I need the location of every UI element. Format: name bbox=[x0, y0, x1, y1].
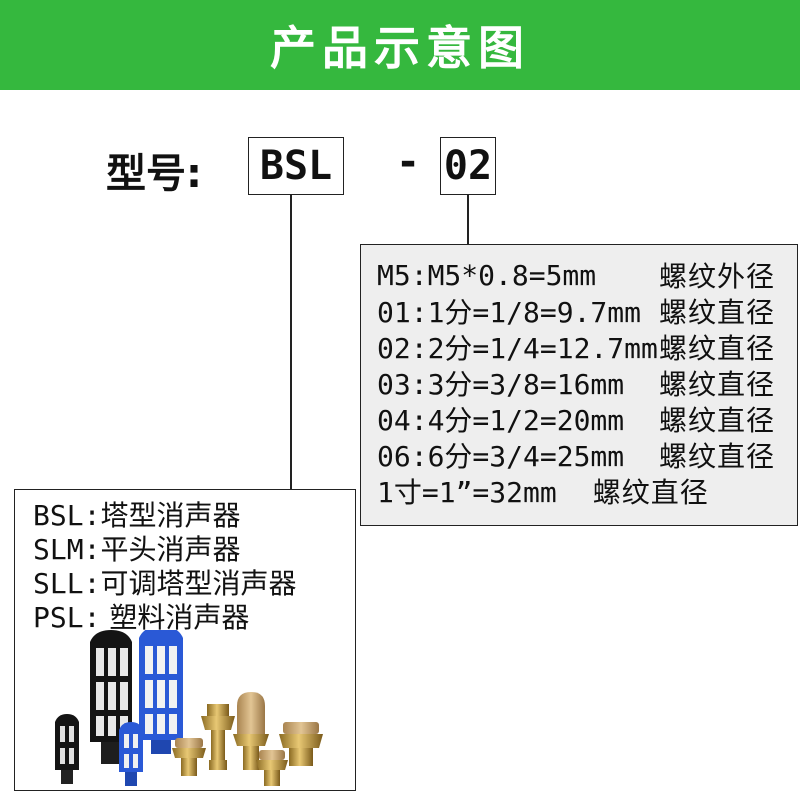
thread-spec-box: M5:M5*0.8=5mm 螺纹外径 01:1分=1/8=9.7mm 螺纹直径 02… bbox=[360, 244, 798, 526]
blue-plastic-silencer-small bbox=[119, 722, 143, 786]
spec-line: M5:M5*0.8=5mm 螺纹外径 bbox=[377, 257, 797, 294]
blue-plastic-silencer-large bbox=[139, 630, 183, 754]
type-line: BSL:塔型消声器 bbox=[33, 494, 355, 532]
type-line: SLM:平头消声器 bbox=[33, 528, 355, 566]
spec-code: 02:2分=1/4=12.7mm bbox=[377, 332, 658, 365]
product-photo bbox=[55, 630, 323, 786]
spec-desc: 螺纹直径 bbox=[658, 440, 775, 473]
spec-code: 06:6分=3/4=25mm bbox=[377, 440, 625, 473]
spec-line: 04:4分=1/2=20mm 螺纹直径 bbox=[377, 401, 797, 437]
spec-code: 03:3分=3/8=16mm bbox=[377, 368, 625, 401]
black-plastic-silencer-small bbox=[55, 714, 79, 784]
model-label: 型号: bbox=[106, 151, 202, 197]
spec-line: 01:1分=1/8=9.7mm 螺纹直径 bbox=[377, 293, 797, 329]
type-line: PSL: 塑料消声器 bbox=[33, 596, 355, 634]
separator: - bbox=[396, 139, 421, 185]
brass-flat-silencer bbox=[256, 750, 288, 786]
spec-desc: 螺纹直径 bbox=[592, 476, 709, 509]
series-type-box: BSL:塔型消声器 SLM:平头消声器 SLL:可调塔型消声器 PSL: 塑料消… bbox=[14, 489, 356, 791]
type-code: PSL: bbox=[33, 601, 101, 634]
spec-desc: 螺纹直径 bbox=[658, 332, 775, 365]
type-code: SLL: bbox=[33, 567, 101, 600]
size-connector-line bbox=[467, 195, 469, 245]
spec-code: 04:4分=1/2=20mm bbox=[377, 404, 625, 437]
type-desc: 可调塔型消声器 bbox=[100, 567, 297, 600]
black-plastic-silencer-large bbox=[90, 630, 132, 764]
spec-code: 01:1分=1/8=9.7mm bbox=[377, 296, 642, 329]
size-code-box: 02 bbox=[440, 137, 496, 195]
type-desc: 平头消声器 bbox=[100, 533, 241, 566]
spec-line: 1寸=1”=32mm 螺纹直径 bbox=[377, 473, 797, 509]
brass-flat-silencer bbox=[172, 738, 206, 776]
header-banner: 产品示意图 bbox=[0, 0, 800, 90]
page-title: 产品示意图 bbox=[270, 21, 530, 75]
type-code: BSL: bbox=[33, 499, 101, 532]
spec-desc: 螺纹外径 bbox=[658, 260, 775, 293]
spec-line: 06:6分=3/4=25mm 螺纹直径 bbox=[377, 437, 797, 473]
brass-flat-silencer bbox=[279, 722, 323, 766]
spec-desc: 螺纹直径 bbox=[658, 368, 775, 401]
type-line: SLL:可调塔型消声器 bbox=[33, 562, 355, 600]
bronze-filter-silencer bbox=[233, 692, 269, 770]
type-desc: 塑料消声器 bbox=[100, 601, 250, 634]
spec-line: 03:3分=3/8=16mm 螺纹直径 bbox=[377, 365, 797, 401]
spec-desc: 螺纹直径 bbox=[658, 296, 775, 329]
series-code-box: BSL bbox=[248, 137, 344, 195]
spec-desc: 螺纹直径 bbox=[658, 404, 775, 437]
type-desc: 塔型消声器 bbox=[100, 499, 241, 532]
spec-code: M5:M5*0.8=5mm bbox=[377, 258, 597, 292]
type-code: SLM: bbox=[33, 533, 101, 566]
spec-code: 1寸=1”=32mm bbox=[377, 476, 557, 509]
series-connector-line bbox=[290, 195, 292, 490]
brass-adjustable-silencer bbox=[201, 704, 235, 770]
